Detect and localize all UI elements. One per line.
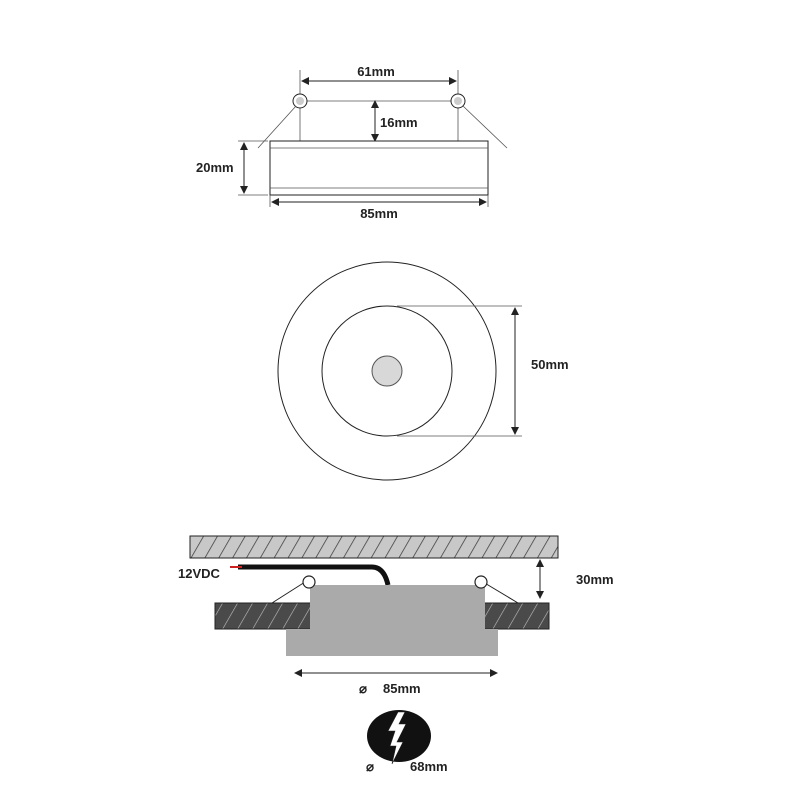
installation-view: 12VDC 30mm ⌀ 85mm [178, 535, 614, 696]
saw-cut-icon [387, 711, 407, 765]
cutout-diameter-symbol: ⌀ [366, 759, 374, 774]
dim-width-bottom: 85mm [360, 206, 398, 221]
power-cable [238, 564, 391, 586]
dim-width-top: 61mm [357, 64, 395, 79]
fixture-housing [310, 585, 485, 629]
diameter-symbol: ⌀ [359, 681, 367, 696]
dim-cutout-diameter: 68mm [410, 759, 448, 774]
dim-height: 20mm [196, 160, 234, 175]
dim-depth: 30mm [576, 572, 614, 587]
housing-body [269, 140, 489, 196]
dim-inner-diameter: 50mm [531, 357, 569, 372]
spring-pivot-right-inner [454, 97, 462, 105]
clip-pivot-right [474, 575, 488, 589]
spring-clip-left [271, 581, 306, 604]
clip-pivot-left [302, 575, 316, 589]
dim-spring-height: 16mm [380, 115, 418, 130]
side-view: 61mm 16mm 20mm 85mm [196, 64, 508, 221]
cutout-icon: ⌀ 68mm [366, 710, 448, 774]
led-emitter [371, 355, 403, 387]
fixture-trim [286, 629, 498, 656]
spring-pivot-left-inner [296, 97, 304, 105]
ceiling-panel-right [482, 602, 550, 630]
voltage-label: 12VDC [178, 566, 221, 581]
ceiling-panel-left [214, 602, 312, 630]
ceiling-top [189, 535, 559, 559]
spring-arm-right [462, 105, 508, 149]
dim-diameter: 85mm [383, 681, 421, 696]
spring-clip-right [482, 581, 519, 604]
front-view: 50mm [277, 261, 569, 481]
